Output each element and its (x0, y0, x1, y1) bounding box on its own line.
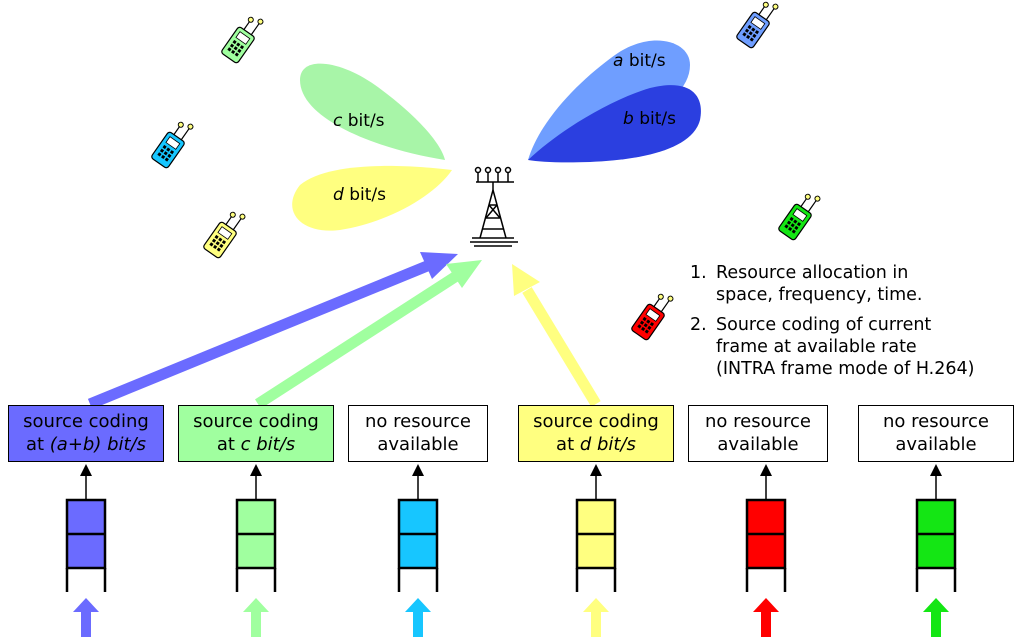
source-box-1: source coding at (a+b) bit/s (8, 405, 164, 462)
mobile-phone-icon (631, 293, 674, 341)
source-box-3-line2: available (349, 433, 487, 456)
source-box-3: no resource available (348, 405, 488, 462)
source-box-6-line2: available (859, 433, 1013, 456)
frame-buffer-icon (397, 498, 439, 592)
note-2-line-1: Source coding of current (716, 315, 932, 335)
mobile-phone-icon (736, 1, 779, 49)
source-box-2-rate: c bit/s (240, 434, 296, 455)
lobe-label-a: a bit/s (613, 51, 666, 71)
uplink-arrow-user1 (87, 252, 458, 410)
lobe-label-c: c bit/s (333, 111, 385, 131)
source-box-4-line2: at d bit/s (519, 433, 673, 456)
lobe-c-unit: bit/s (342, 111, 384, 131)
source-box-2-line2: at c bit/s (179, 433, 333, 456)
note-2-line-2: frame at available rate (716, 337, 917, 357)
frame-buffer-icon (575, 498, 617, 592)
input-arrow-icon (923, 598, 949, 637)
source-box-1-pre: at (25, 434, 50, 455)
frame-buffer-icon (65, 498, 107, 592)
input-arrow-icon (753, 598, 779, 637)
note-item-2: 2. Source coding of current frame at ava… (690, 314, 1020, 380)
beam-lobe-d (292, 165, 452, 231)
frame-buffer-icon (915, 498, 957, 592)
input-arrows (73, 598, 949, 637)
note-1-number: 1. (690, 263, 707, 283)
source-box-5-line1: no resource (705, 411, 811, 432)
lobe-a-unit: bit/s (623, 51, 665, 71)
lobe-b-var: b (623, 109, 634, 129)
frame-buffer-icon (235, 498, 277, 592)
lobe-d-var: d (333, 185, 344, 205)
lobe-c-var: c (333, 111, 343, 131)
input-arrow-icon (583, 598, 609, 637)
source-box-4-line1: source coding (533, 411, 659, 432)
source-box-3-pre: available (377, 434, 459, 455)
source-box-1-rate: (a+b) bit/s (49, 434, 147, 455)
input-arrow-icon (73, 598, 99, 637)
source-box-3-line1: no resource (365, 411, 471, 432)
source-box-6-line1: no resource (883, 411, 989, 432)
note-2-number: 2. (690, 315, 707, 335)
source-box-6: no resource available (858, 405, 1014, 462)
mobile-phone-icon (151, 121, 194, 169)
mobile-phone-icon (778, 193, 821, 241)
lobe-a-var: a (613, 51, 623, 71)
lobe-d-unit: bit/s (344, 185, 386, 205)
box-connectors (80, 464, 942, 500)
notes-list: 1. Resource allocation in space, frequen… (690, 262, 1020, 388)
source-box-2: source coding at c bit/s (178, 405, 334, 462)
note-1-line-2: space, frequency, time. (716, 285, 923, 305)
beam-lobe-c (300, 63, 445, 160)
beam-lobe-b (528, 85, 701, 163)
mobile-phone-icon (221, 16, 264, 64)
note-item-1: 1. Resource allocation in space, frequen… (690, 262, 1020, 306)
source-box-4: source coding at d bit/s (518, 405, 674, 462)
source-box-5-pre: available (717, 434, 799, 455)
source-box-4-pre: at (556, 434, 580, 455)
source-box-5-line2: available (689, 433, 827, 456)
lobe-b-unit: bit/s (634, 109, 676, 129)
frame-buffers (65, 498, 957, 592)
mobile-phones (151, 1, 821, 341)
source-box-2-line1: source coding (193, 411, 319, 432)
source-box-1-line2: at (a+b) bit/s (9, 433, 163, 456)
source-box-2-pre: at (216, 434, 241, 455)
source-box-6-pre: available (895, 434, 977, 455)
source-box-5: no resource available (688, 405, 828, 462)
source-box-1-line1: source coding (23, 411, 149, 432)
antenna-tower-icon (470, 166, 518, 247)
input-arrow-icon (405, 598, 431, 637)
uplink-arrow-user2 (255, 260, 482, 409)
lobe-label-d: d bit/s (333, 185, 386, 205)
uplink-arrow-user4 (512, 264, 601, 407)
lobe-label-b: b bit/s (623, 109, 676, 129)
input-arrow-icon (243, 598, 269, 637)
note-1-line-1: Resource allocation in (716, 263, 909, 283)
note-2-line-3: (INTRA frame mode of H.264) (716, 359, 975, 379)
mobile-phone-icon (203, 211, 246, 259)
frame-buffer-icon (745, 498, 787, 592)
source-box-4-rate: d bit/s (579, 434, 636, 455)
